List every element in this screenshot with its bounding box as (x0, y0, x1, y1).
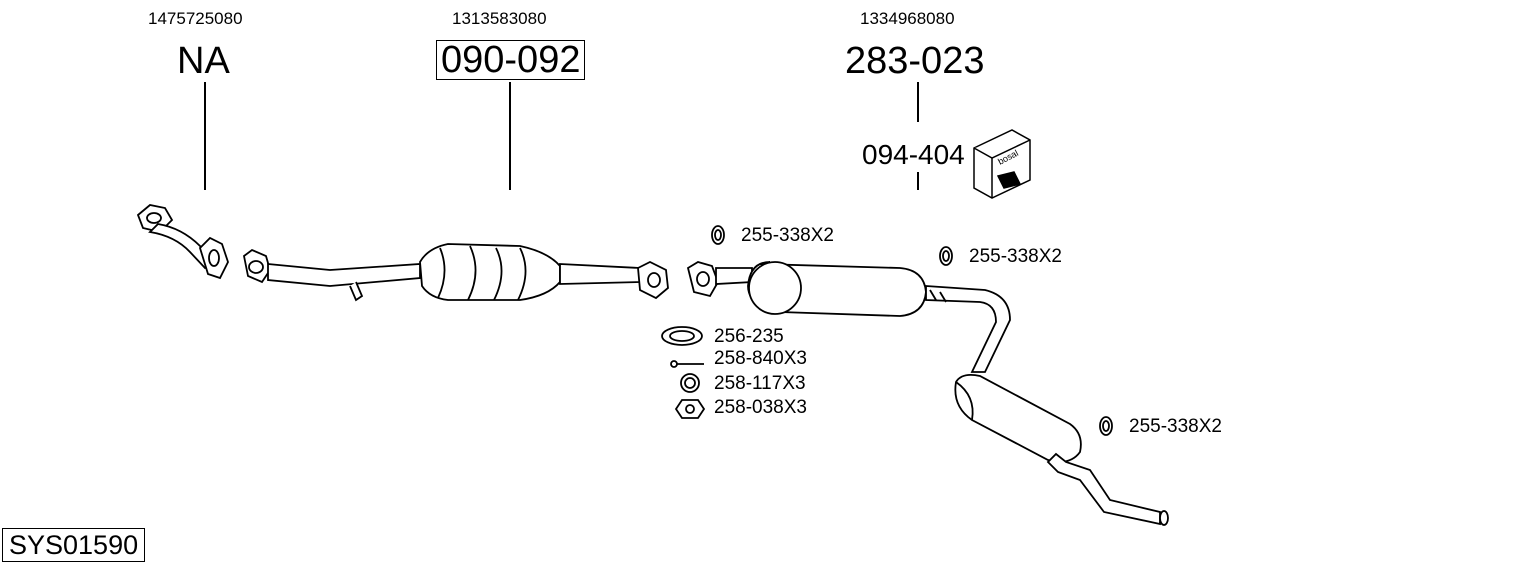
middle-muffler-drawing (686, 261, 1011, 373)
part-number-front-pipe[interactable]: NA (177, 40, 230, 82)
part-number-rubber-b[interactable]: 255-338X2 (969, 246, 1062, 267)
part-number-catalyst[interactable]: 090-092 (436, 40, 586, 80)
rear-muffler-drawing (954, 373, 1169, 526)
oem-number-left: 1475725080 (148, 9, 243, 28)
part-number-ring[interactable]: 258-117X3 (714, 373, 806, 394)
part-number-rubber-a[interactable]: 255-338X2 (741, 225, 834, 246)
oem-number-center: 1313583080 (452, 9, 547, 28)
system-code-label: SYS01590 (2, 528, 146, 562)
catalyst-drawing (243, 243, 669, 302)
part-number-muffler[interactable]: 283-023 (845, 40, 985, 82)
small-parts-icons (661, 225, 1113, 436)
part-number-nut[interactable]: 258-038X3 (714, 397, 807, 418)
part-number-bolt[interactable]: 258-840X3 (714, 348, 807, 369)
part-number-gasket[interactable]: 256-235 (714, 326, 784, 347)
oem-number-right: 1334968080 (860, 9, 955, 28)
part-number-mounting-kit[interactable]: 094-404 (862, 139, 965, 170)
part-number-rubber-c[interactable]: 255-338X2 (1129, 416, 1222, 437)
mounting-kit-box-icon: bosal (973, 129, 1031, 199)
front-pipe-drawing (136, 204, 229, 280)
